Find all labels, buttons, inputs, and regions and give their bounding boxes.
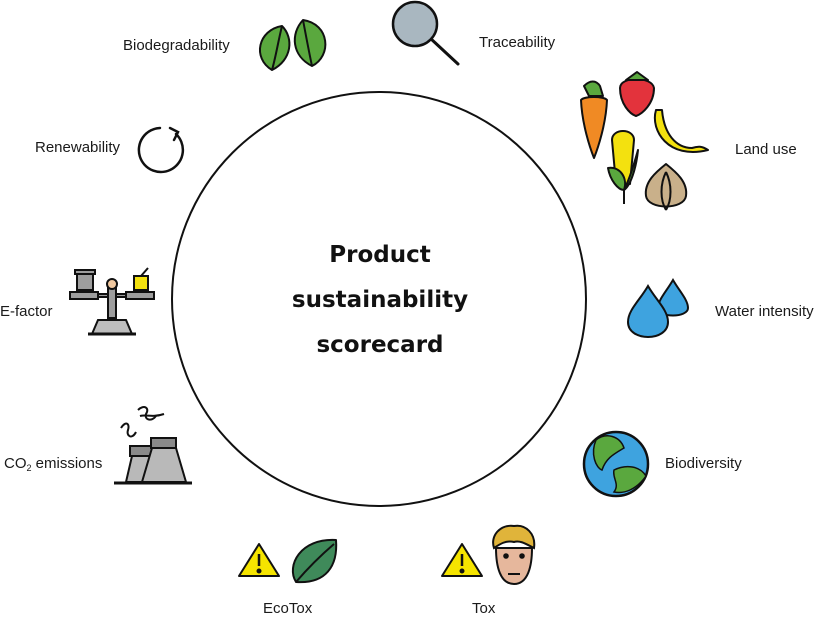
leaves-icon	[259, 19, 327, 71]
ecotox-label: EcoTox	[263, 600, 313, 617]
scorecard-title: Product sustainability scorecard	[245, 233, 515, 368]
biodiversity-label: Biodiversity	[665, 455, 742, 472]
produce-icon	[580, 71, 709, 211]
title-line-2: sustainability	[291, 287, 469, 313]
warning-icon	[238, 543, 280, 577]
leaf-icon	[291, 538, 338, 584]
emissions-text: emissions	[31, 455, 103, 472]
e-factor-label: E-factor	[0, 303, 53, 320]
traceability-label: Traceability	[479, 34, 556, 51]
refresh-icon	[137, 126, 185, 174]
renewability-label: Renewability	[35, 139, 121, 156]
magnifier-icon	[391, 0, 460, 66]
factory-icon	[114, 406, 192, 485]
water-drops-icon	[626, 278, 690, 338]
title-line-1: Product	[329, 242, 431, 268]
biodegradability-label: Biodegradability	[123, 37, 230, 54]
title-line-3: scorecard	[316, 332, 444, 358]
globe-icon	[582, 430, 650, 498]
water-intensity-label: Water intensity	[715, 303, 814, 320]
central-circle	[171, 91, 587, 507]
scale-icon	[69, 267, 155, 336]
warning-icon	[441, 543, 483, 577]
land-use-label: Land use	[735, 141, 797, 158]
co2-subscript: 2	[26, 463, 32, 473]
face-icon	[492, 524, 536, 586]
tox-label: Tox	[472, 600, 496, 617]
co2-text: CO	[4, 455, 27, 472]
co2-emissions-label: CO2 emissions	[4, 455, 102, 477]
